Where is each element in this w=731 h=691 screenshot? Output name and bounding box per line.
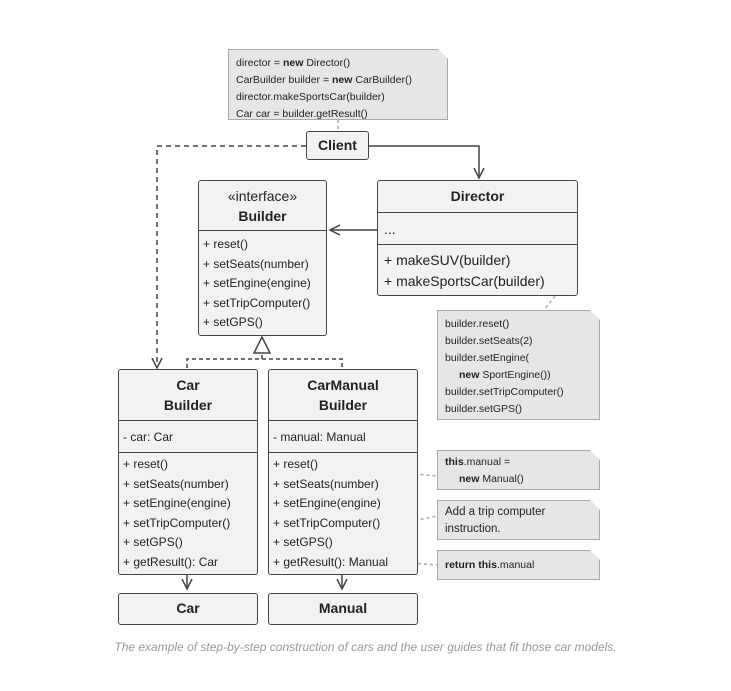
- builder-method: + setTripComputer(): [203, 295, 311, 310]
- car-builder-method: + setSeats(number): [123, 476, 229, 491]
- car-builder-method: + setEngine(engine): [123, 496, 231, 510]
- manual-builder-method: + setTripComputer(): [273, 515, 381, 530]
- car-product-name: Car: [176, 600, 200, 616]
- realization-triangle: [252, 335, 272, 354]
- realization-lines: [186, 353, 343, 368]
- builder-method: + setEngine(engine): [203, 276, 311, 290]
- builder-method: + setSeats(number): [203, 256, 309, 271]
- manual-builder-method: + setGPS(): [273, 535, 333, 549]
- figure-caption: The example of step-by-step construction…: [114, 640, 617, 654]
- reset-note: this.manual = new Manual(): [437, 450, 600, 490]
- client-class-name: Client: [318, 137, 357, 153]
- builder-methods: + reset() + setSeats(number) + setEngine…: [199, 231, 326, 333]
- director-method: + makeSportsCar(builder): [384, 273, 545, 289]
- client-code-note: director = new Director() CarBuilder bui…: [228, 49, 448, 120]
- client-director-association: [369, 145, 479, 178]
- client-class[interactable]: Client: [306, 131, 369, 160]
- car-builder-method: + getResult(): Car: [123, 554, 219, 569]
- manual-builder-method: + setEngine(engine): [273, 496, 381, 510]
- manual-builder-methods: + reset() + setSeats(number) + setEngine…: [269, 453, 417, 572]
- client-carbuilder-dependency: [157, 145, 306, 368]
- manual-builder-header: CarManual Builder: [269, 370, 417, 421]
- director-fields: ...: [378, 213, 577, 245]
- trip-computer-note: Add a trip computer instruction.: [437, 500, 600, 540]
- builder-method: + setGPS(): [203, 315, 263, 329]
- manual-builder-class[interactable]: CarManual Builder - manual: Manual + res…: [268, 369, 418, 575]
- manual-builder-method: + getResult(): Manual: [273, 554, 389, 569]
- car-builder-methods: + reset() + setSeats(number) + setEngine…: [119, 453, 257, 572]
- car-builder-method: + setGPS(): [123, 535, 183, 549]
- builder-stereotype: «interface»: [227, 188, 298, 204]
- builder-header: «interface» Builder: [199, 181, 326, 231]
- car-builder-method: + reset(): [123, 457, 169, 471]
- manual-product[interactable]: Manual: [268, 593, 418, 625]
- manual-builder-method: + setSeats(number): [273, 476, 379, 491]
- director-name: Director: [378, 181, 577, 213]
- car-builder-class[interactable]: Car Builder - car: Car + reset() + setSe…: [118, 369, 258, 575]
- director-method: + makeSUV(builder): [384, 252, 511, 268]
- manual-builder-method: + reset(): [273, 457, 319, 471]
- get-result-note: return this.manual: [437, 550, 600, 580]
- car-builder-field: - car: Car: [119, 421, 257, 453]
- manual-product-name: Manual: [318, 600, 368, 616]
- builder-interface[interactable]: «interface» Builder + reset() + setSeats…: [198, 180, 327, 336]
- director-methods: + makeSUV(builder) + makeSportsCar(build…: [378, 245, 577, 292]
- manual-builder-field: - manual: Manual: [269, 421, 417, 453]
- makesportscar-note-connector: [543, 295, 556, 311]
- car-product[interactable]: Car: [118, 593, 258, 625]
- car-builder-method: + setTripComputer(): [123, 515, 231, 530]
- car-builder-header: Car Builder: [119, 370, 257, 421]
- builder-method: + reset(): [203, 237, 249, 251]
- result-note-connector: [411, 562, 438, 566]
- director-class[interactable]: Director ... + makeSUV(builder) + makeSp…: [377, 180, 578, 296]
- sports-car-note: builder.reset() builder.setSeats(2) buil…: [437, 310, 600, 420]
- builder-name: Builder: [238, 208, 287, 224]
